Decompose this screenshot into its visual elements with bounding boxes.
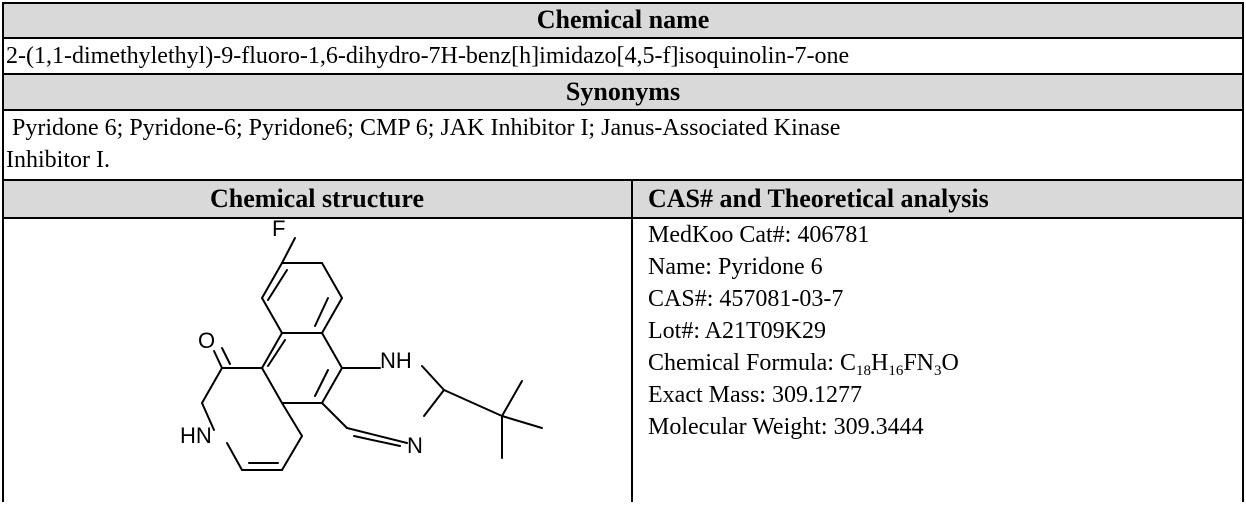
atom-label-nh: NH <box>380 348 412 373</box>
table-border <box>1242 2 1244 502</box>
table-border <box>2 37 1244 39</box>
table-border <box>2 2 4 502</box>
chemical-name-header: Chemical name <box>2 2 1244 38</box>
synonyms-line-1: Pyridone 6; Pyridone-6; Pyridone6; CMP 6… <box>6 115 841 141</box>
lot-number: Lot#: A21T09K29 <box>648 318 826 344</box>
medkoo-cat: MedKoo Cat#: 406781 <box>648 222 870 248</box>
table-border <box>2 179 1244 181</box>
table-border <box>2 73 1244 75</box>
analysis-header: CAS# and Theoretical analysis <box>632 180 1244 218</box>
structure-header: Chemical structure <box>2 180 632 218</box>
table-border <box>2 2 1244 4</box>
compound-name: Name: Pyridone 6 <box>648 254 823 280</box>
structure-cell: F O NH HN N <box>2 216 632 502</box>
atom-label-f: F <box>272 218 285 241</box>
synonyms-header-text: Synonyms <box>565 77 681 106</box>
atom-label-o: O <box>198 328 215 353</box>
table-border <box>2 217 1244 219</box>
table-border <box>2 109 1244 111</box>
chemical-name-row: 2-(1,1-dimethylethyl)-9-fluoro-1,6-dihyd… <box>2 38 1244 74</box>
atom-label-n: N <box>407 433 423 458</box>
chemical-structure-drawing: F O NH HN N <box>180 216 543 471</box>
cas-number: CAS#: 457081-03-7 <box>648 286 844 312</box>
chemical-name-header-text: Chemical name <box>536 5 710 34</box>
analysis-header-text: CAS# and Theoretical analysis <box>648 184 989 213</box>
chemical-formula: Chemical Formula: C18H16FN3O <box>648 350 959 379</box>
atom-label-hn: HN <box>180 423 212 448</box>
synonyms-line-2: Inhibitor I. <box>6 147 110 173</box>
analysis-cell: MedKoo Cat#: 406781 Name: Pyridone 6 CAS… <box>632 218 1244 502</box>
structure-header-text: Chemical structure <box>210 184 424 213</box>
table-border <box>631 179 633 502</box>
synonyms-header: Synonyms <box>2 74 1244 110</box>
exact-mass: Exact Mass: 309.1277 <box>648 382 862 408</box>
synonyms-row: Pyridone 6; Pyridone-6; Pyridone6; CMP 6… <box>2 110 1244 180</box>
chemical-name-value: 2-(1,1-dimethylethyl)-9-fluoro-1,6-dihyd… <box>6 43 850 69</box>
molecular-weight: Molecular Weight: 309.3444 <box>648 414 924 440</box>
